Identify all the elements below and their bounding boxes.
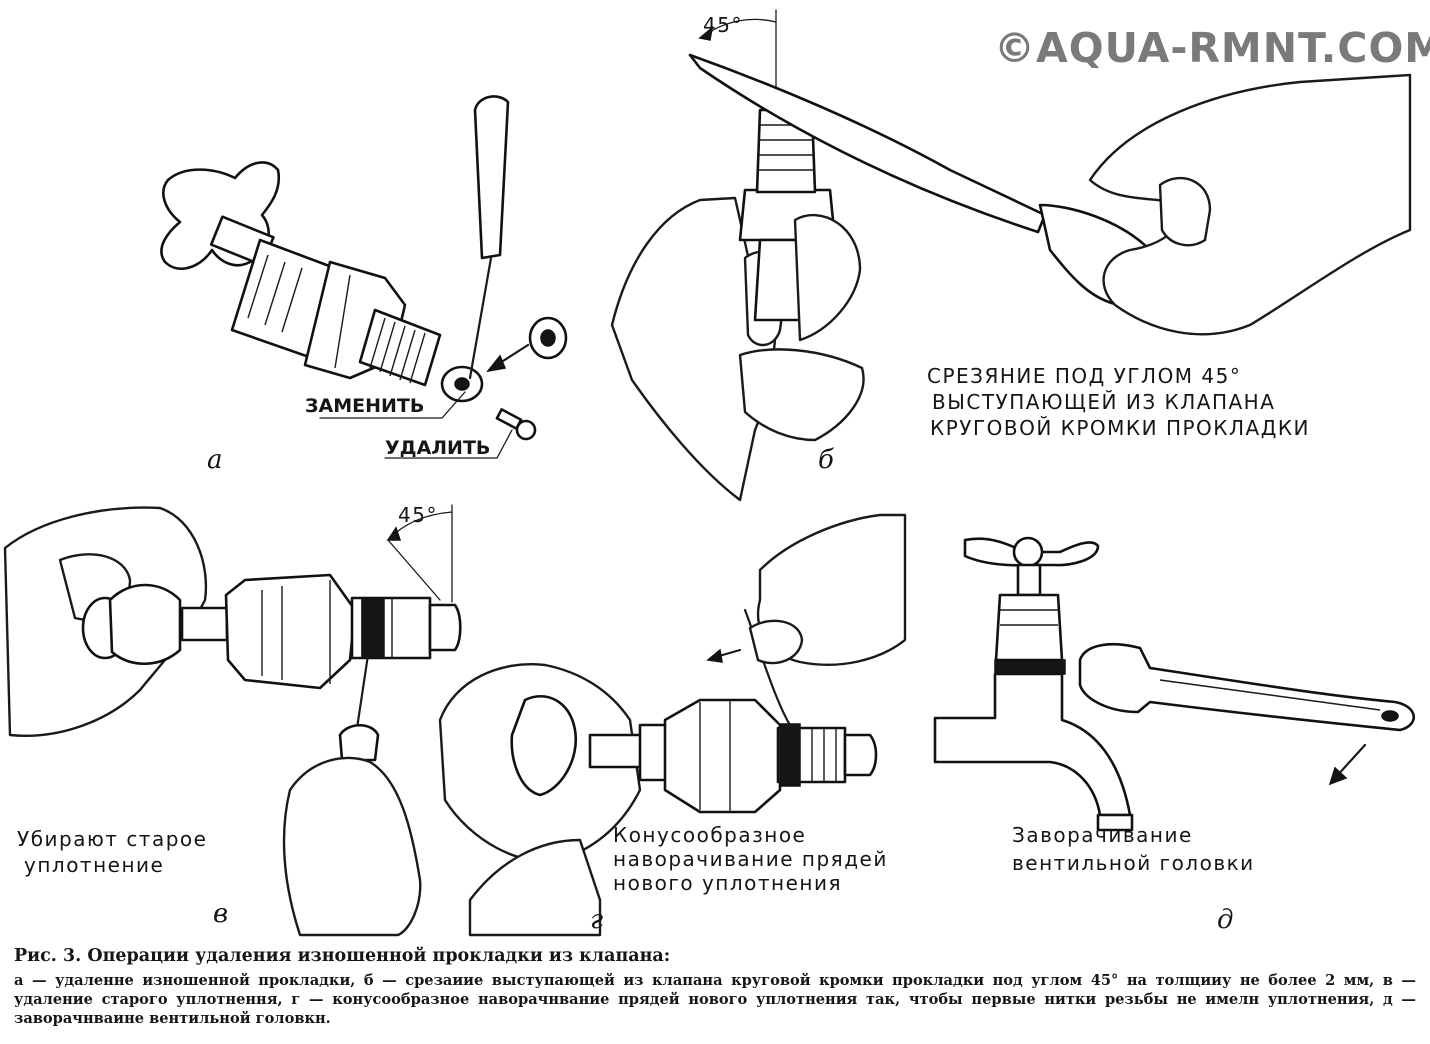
label-remove: УДАЛИТЬ — [385, 437, 490, 459]
panel-d-drawing: Заворачивание вентильной головки д — [933, 536, 1415, 935]
right-fingers — [793, 214, 862, 342]
awl-needle — [468, 256, 493, 380]
caption-b-line-2: ВЫСТУПАЮЩЕЙ ИЗ КЛАПАНА — [932, 390, 1275, 414]
angle-label-b: 45° — [703, 13, 743, 37]
tap-body — [933, 672, 1132, 817]
caption-g-line-1: Конусообразное — [613, 823, 806, 847]
threaded-spindle — [358, 308, 442, 387]
panel-a-drawing: ЗАМЕНИТЬ УДАЛИТЬ а — [160, 95, 568, 475]
tap-head — [994, 593, 1064, 662]
figure-illustration: ©AQUA-RMNT.COM — [3, 9, 1430, 937]
caption-b-line-3: КРУГОВОЙ КРОМКИ ПРОКЛАДКИ — [930, 416, 1310, 440]
stem-v — [180, 606, 229, 642]
panel-letter-d: д — [1217, 905, 1233, 935]
panel-letter-b: б — [818, 445, 834, 475]
valve-body-v — [224, 573, 357, 690]
spindle-end-v — [428, 603, 462, 652]
valve-handle-g — [510, 694, 578, 797]
caption-v-line-2: уплотнение — [24, 853, 164, 877]
adjustable-wrench — [1078, 642, 1415, 732]
left-hand — [610, 196, 777, 502]
valve-handle-b — [738, 348, 865, 442]
awl-v — [354, 653, 370, 737]
panel-b-drawing: 45° СРЕЗЯНИЕ ПОД УГЛОМ 45° ВЫСТУПАЮЩЕЙ И… — [610, 9, 1412, 502]
figure-caption: Рис. 3. Операции удаления изношенной про… — [14, 946, 1416, 1028]
awl-handle — [473, 95, 510, 260]
panel-letter-a: а — [207, 445, 223, 475]
figure-caption-title: Рис. 3. Операции удаления изношенной про… — [14, 946, 671, 966]
tap-handle — [963, 537, 1100, 567]
watermark: ©AQUA-RMNT.COM — [994, 24, 1430, 72]
figure-caption-body: а — удаленне изношенной прокладки, б — с… — [14, 972, 1416, 1027]
panel-g-drawing: Конусообразное наворачивание прядей ново… — [438, 513, 907, 937]
tap-stem — [1016, 563, 1042, 597]
label-replace: ЗАМЕНИТЬ — [305, 395, 424, 417]
right-hand — [1088, 73, 1412, 336]
panel-letter-g: г — [590, 905, 603, 935]
valve-body-g — [663, 698, 782, 814]
fingertip — [1158, 176, 1212, 247]
caption-d-line-1: Заворачивание — [1012, 823, 1193, 847]
fingertips-g — [748, 619, 804, 665]
wrist-g — [468, 838, 602, 937]
packing-strands — [779, 723, 801, 787]
packing-string — [743, 608, 792, 727]
panel-v-drawing: 45° Убирают старое уплотнение в — [3, 503, 462, 937]
knife-blade — [688, 53, 1047, 234]
panel-letter-v: в — [213, 899, 228, 929]
lower-hand-v — [282, 756, 422, 937]
caption-b-line-1: СРЕЗЯНИЕ ПОД УГЛОМ 45° — [927, 364, 1241, 388]
angle-label-v: 45° — [398, 503, 438, 527]
caption-v-line-1: Убирают старое — [17, 827, 207, 851]
caption-d-line-2: вентильной головки — [1012, 851, 1255, 875]
caption-g-line-2: наворачивание прядей — [613, 847, 888, 871]
caption-g-line-3: нового уплотнения — [613, 871, 842, 895]
